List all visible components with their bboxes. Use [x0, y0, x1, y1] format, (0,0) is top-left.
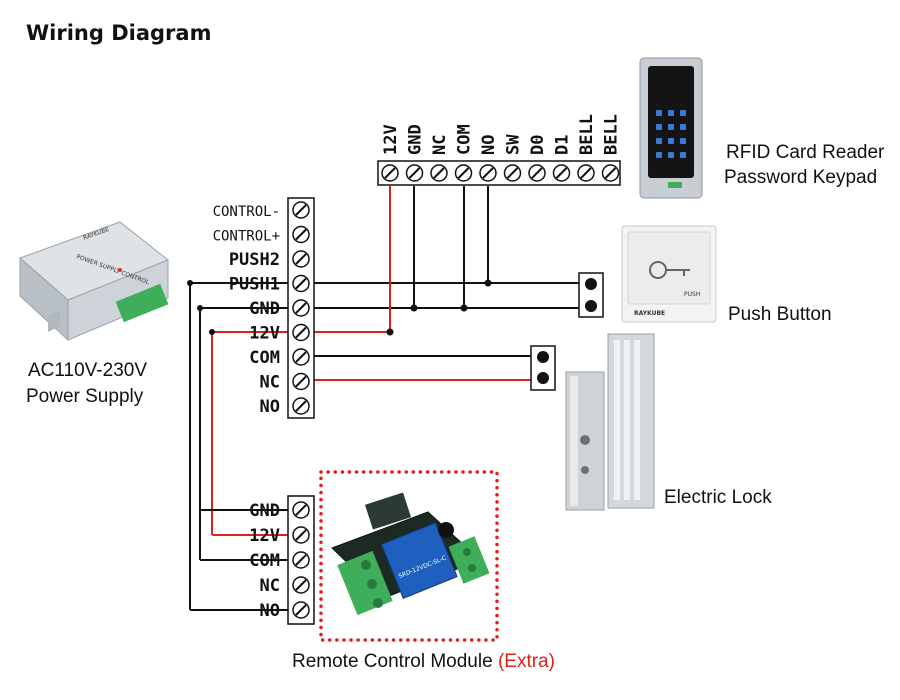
power-supply-label-1: AC110V-230V: [28, 360, 147, 381]
reader-terminal-label: D0: [528, 135, 548, 155]
reader-screw-0: [381, 164, 399, 182]
lock-connector-pin-2: [537, 372, 549, 384]
remote-terminal-label: 12V: [249, 526, 280, 546]
controller-terminal-label: 12V: [249, 324, 280, 344]
reader-screw-6: [528, 164, 546, 182]
push-connector-pin-1: [585, 278, 597, 290]
reader-terminal-label: D1: [553, 135, 573, 155]
controller-screws: [292, 201, 310, 415]
remote-module-board: SRD-12VDC-SL-C: [331, 492, 490, 616]
controller-terminal-label: PUSH2: [229, 250, 280, 270]
controller-screw-2: [292, 250, 310, 268]
reader-terminal-label: SW: [504, 134, 524, 155]
controller-terminal-label: NO: [260, 397, 280, 417]
controller-screw-6: [292, 348, 310, 366]
controller-screw-5: [292, 323, 310, 342]
remote-screw-0: [292, 501, 310, 519]
remote-labels: GND 12V COM NC NO: [249, 501, 280, 621]
reader-screw-1: [405, 164, 424, 182]
rfid-reader-label-1: RFID Card Reader: [726, 142, 885, 163]
reader-screw-5: [503, 164, 522, 182]
remote-terminal-label: COM: [249, 551, 280, 571]
keypad-key: [656, 124, 662, 130]
remote-screw-4: [292, 601, 310, 619]
keypad-key: [656, 152, 662, 158]
reader-terminal-label: COM: [455, 124, 475, 155]
reader-screws: [381, 164, 620, 182]
controller-terminal-label: NC: [260, 373, 280, 393]
controller-screw-1: [292, 225, 310, 244]
electric-lock-device: [565, 333, 655, 511]
remote-module-label: Remote Control Module (Extra): [292, 651, 555, 672]
push-button-brand: RAYKUBE: [634, 310, 665, 317]
keypad-key: [680, 138, 686, 144]
power-supply-unit: RAYKUBE POWER SUPPLY CONTROL: [19, 221, 169, 342]
keypad-key: [656, 110, 662, 116]
controller-screw-7: [292, 372, 310, 391]
remote-screw-1: [292, 526, 310, 544]
push-button-label: Push Button: [728, 304, 832, 325]
rfid-keypad-device: [639, 57, 703, 199]
controller-screw-8: [292, 397, 310, 415]
reader-screw-9: [601, 164, 620, 182]
keypad-key: [680, 124, 686, 130]
keypad-key: [668, 124, 674, 130]
reader-screw-7: [552, 164, 571, 182]
push-button-device: PUSH RAYKUBE: [621, 225, 717, 323]
controller-terminal-label: PUSH1: [229, 275, 280, 295]
keypad-key: [668, 110, 674, 116]
push-connector-pin-2: [585, 300, 597, 312]
remote-module-extra: (Extra): [498, 651, 555, 672]
page-title: Wiring Diagram: [26, 21, 211, 45]
reader-terminal-label: GND: [406, 124, 426, 155]
controller-screw-3: [292, 274, 310, 293]
remote-terminal-label: NO: [260, 601, 280, 621]
remote-terminal-label: NC: [260, 576, 280, 596]
power-supply-label-2: Power Supply: [26, 386, 144, 407]
controller-terminal-label: GND: [249, 299, 280, 319]
rfid-reader-label-2: Password Keypad: [724, 167, 877, 188]
controller-terminal-label: CONTROL+: [213, 229, 280, 245]
push-button-push-text: PUSH: [684, 291, 700, 298]
wires: [189, 186, 580, 611]
keypad-key: [668, 152, 674, 158]
reader-screw-4: [479, 164, 497, 182]
reader-terminal-label: BELL: [577, 114, 597, 155]
controller-terminal-label: COM: [249, 348, 280, 368]
reader-terminal-label: BELL: [602, 114, 622, 155]
keypad-key: [668, 138, 674, 144]
remote-screw-2: [292, 551, 310, 569]
keypad-key: [656, 138, 662, 144]
reader-screw-3: [454, 164, 473, 182]
reader-terminal-label: 12V: [381, 124, 401, 155]
reader-terminal-label: NO: [479, 135, 499, 155]
wire-junctions: [187, 279, 492, 336]
electric-lock-label: Electric Lock: [664, 487, 772, 508]
lock-connector-pin-1: [537, 351, 549, 363]
reader-screw-2: [430, 164, 448, 182]
controller-screw-4: [292, 299, 310, 317]
remote-screw-3: [292, 576, 310, 594]
remote-terminal-label: GND: [249, 501, 280, 521]
keypad-key: [680, 152, 686, 158]
reader-screw-8: [577, 164, 595, 182]
controller-screw-0: [292, 201, 310, 219]
keypad-key: [680, 110, 686, 116]
remote-screws: [292, 501, 310, 619]
reader-terminal-label: NC: [430, 135, 450, 155]
remote-module-dotted-border: [319, 470, 499, 642]
controller-terminal-label: CONTROL-: [213, 204, 280, 220]
